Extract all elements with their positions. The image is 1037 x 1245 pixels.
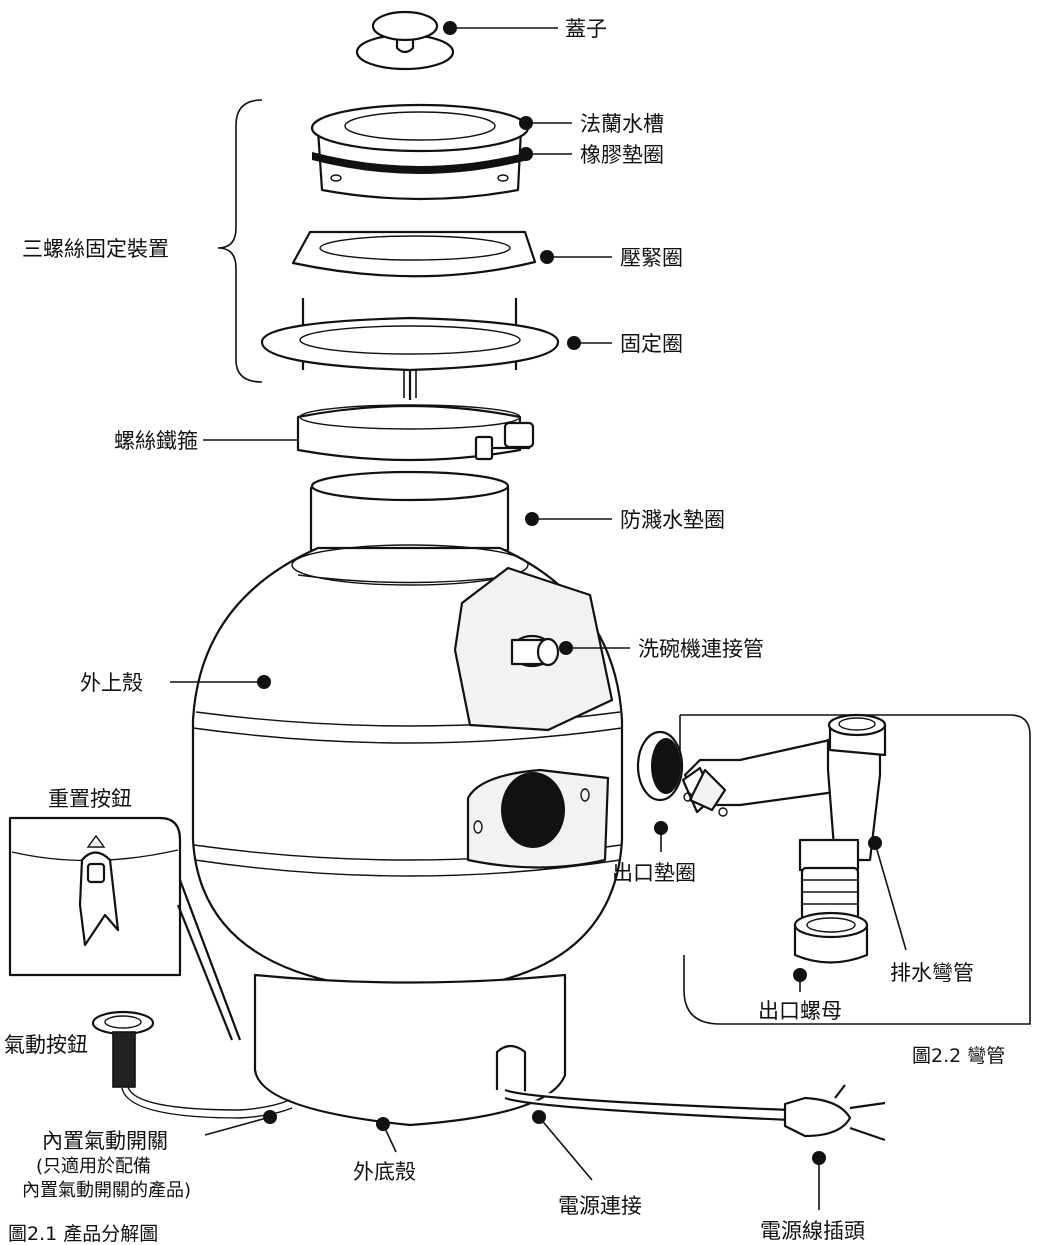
leader-lines	[170, 21, 907, 1210]
label-upper-housing: 外上殼	[80, 671, 143, 695]
caption-fig-2-1: 圖2.1 產品分解圖	[8, 1223, 158, 1245]
label-builtin-note-2: 內置氣動開關的產品)	[22, 1180, 191, 1201]
label-power-connection: 電源連接	[558, 1194, 642, 1218]
label-builtin-air-switch: 內置氣動開關	[42, 1129, 168, 1153]
label-power-plug: 電源線插頭	[760, 1219, 865, 1243]
compression-ring-part	[291, 230, 537, 278]
label-three-screw-mount: 三螺絲固定裝置	[22, 237, 169, 261]
label-dishwasher-inlet: 洗碗機連接管	[638, 637, 764, 661]
lid-part	[355, 10, 455, 71]
label-outlet-gasket: 出口墊圈	[612, 861, 696, 885]
label-builtin-note-1: (只適用於配備	[36, 1156, 151, 1177]
label-air-button: 氣動按鈕	[4, 1033, 88, 1057]
label-compression-ring: 壓緊圈	[620, 246, 683, 270]
label-rubber-gasket: 橡膠墊圈	[580, 143, 664, 167]
label-lid: 蓋子	[565, 17, 607, 41]
power-cord-part	[504, 1084, 886, 1142]
screw-clamp-part	[296, 404, 535, 462]
reset-button-inset	[8, 816, 242, 1041]
label-bottom-housing: 外底殼	[353, 1160, 416, 1184]
label-splash-gasket: 防濺水墊圈	[620, 508, 725, 532]
label-screw-clamp: 螺絲鐵箍	[114, 429, 198, 453]
trap-inset	[679, 714, 1031, 1025]
label-drain-trap: 排水彎管	[890, 961, 974, 985]
label-fixing-ring: 固定圈	[620, 332, 683, 356]
label-sink-flange: 法蘭水槽	[580, 112, 664, 136]
caption-fig-2-2: 圖2.2 彎管	[912, 1045, 1005, 1067]
label-outlet-nut: 出口螺母	[758, 999, 842, 1023]
sink-flange-part	[310, 103, 530, 201]
outlet-gasket-part	[636, 730, 684, 802]
bottom-housing-part	[253, 973, 567, 1127]
label-reset-button: 重置按鈕	[48, 787, 132, 811]
drain-trap-part	[681, 713, 887, 964]
main-body	[191, 544, 624, 987]
fixing-ring-part	[260, 298, 560, 400]
air-button-part	[91, 1010, 293, 1119]
